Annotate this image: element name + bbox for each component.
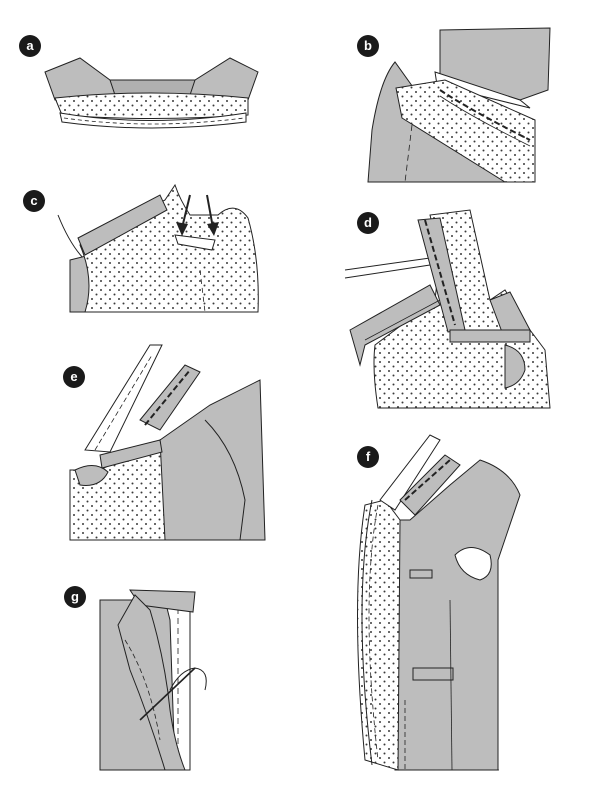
step-badge-d: d	[357, 212, 379, 234]
step-badge-a: a	[19, 35, 41, 57]
step-badge-f: f	[357, 446, 379, 468]
step-badge-e: e	[63, 366, 85, 388]
step-badge-b: b	[357, 35, 379, 57]
step-badge-g: g	[64, 586, 86, 608]
step-badge-c: c	[23, 190, 45, 212]
